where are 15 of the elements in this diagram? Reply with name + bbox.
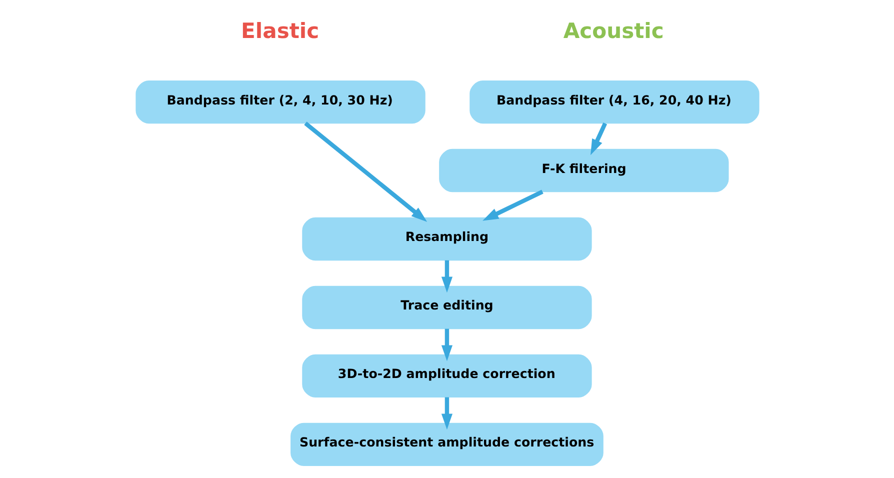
arrow [590,122,607,156]
arrow [440,397,452,430]
arrow [482,190,543,221]
node-box: Resampling [302,217,592,261]
node-box: Bandpass filter (2, 4, 10, 30 Hz) [135,80,425,124]
label: Acoustic [562,18,664,43]
arrow [304,122,427,222]
arrow [440,260,452,293]
arrow [440,328,452,362]
node-box: 3D-to-2D amplitude correction [302,354,592,398]
node-box: Trace editing [302,286,592,330]
node-box: Bandpass filter (4, 16, 20, 40 Hz) [469,80,759,124]
node-box: F-K filtering [438,148,728,192]
node-box: Surface-consistent amplitude corrections [290,422,603,466]
label: Elastic [240,18,319,43]
